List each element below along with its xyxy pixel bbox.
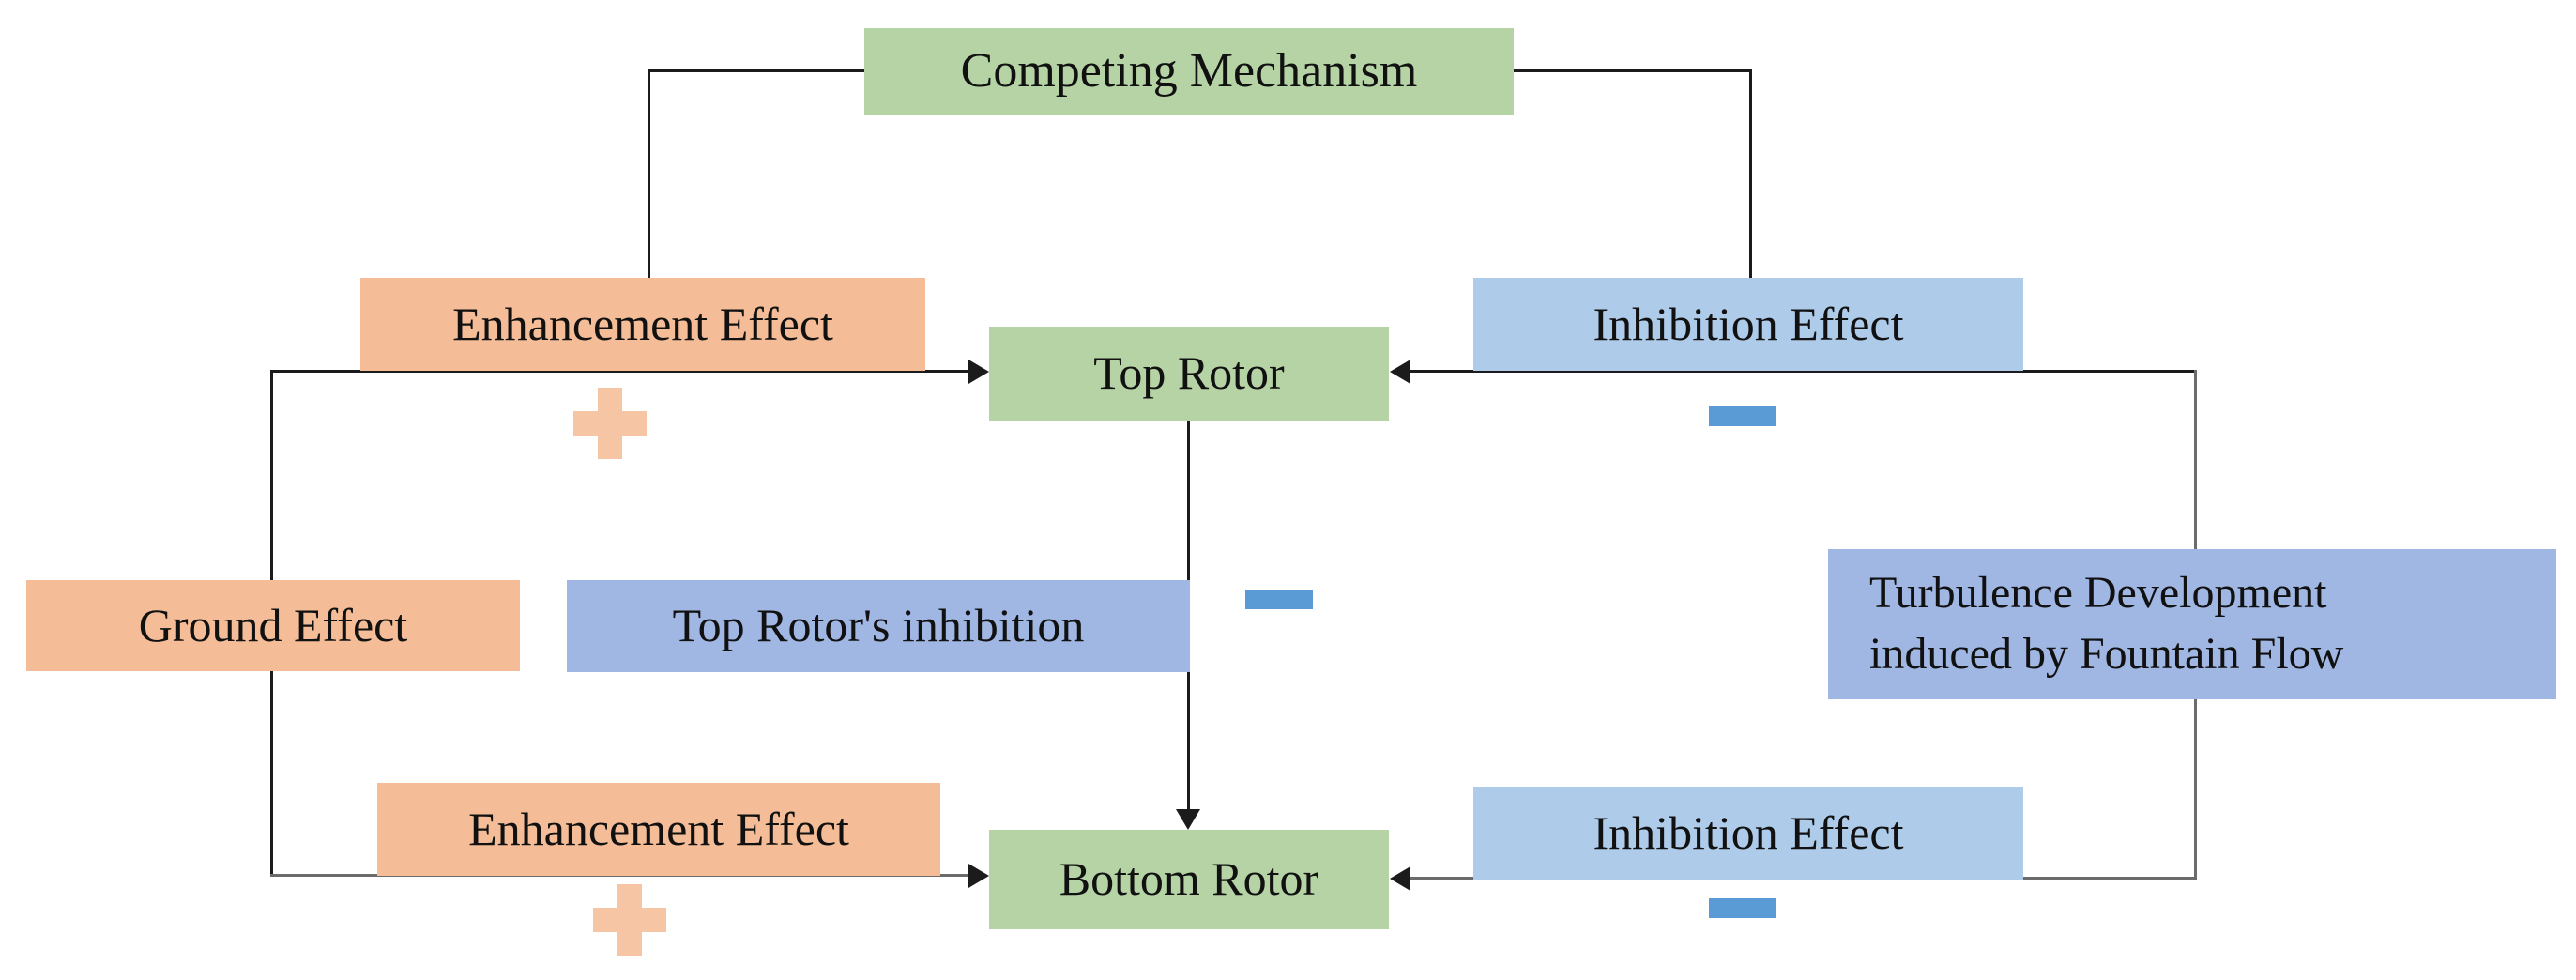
node-top-rotor: Top Rotor	[989, 327, 1389, 421]
node-bottom-rotor: Bottom Rotor	[989, 830, 1389, 929]
connector-cm-right-horizontal	[1512, 69, 1752, 72]
plus-sign-top-bar-vertical	[598, 388, 622, 459]
arrowhead-into-top-rotor-right	[1390, 360, 1410, 384]
connector-cm-right-vertical	[1749, 69, 1752, 278]
node-inhibition-effect-top: Inhibition Effect	[1473, 278, 2023, 371]
node-competing-mechanism-label: Competing Mechanism	[960, 44, 1418, 99]
node-competing-mechanism: Competing Mechanism	[864, 28, 1514, 115]
node-enhancement-effect-top-label: Enhancement Effect	[452, 297, 833, 350]
node-bottom-rotor-label: Bottom Rotor	[1059, 852, 1319, 906]
minus-sign-middle	[1245, 590, 1313, 609]
node-top-rotor-label: Top Rotor	[1093, 346, 1285, 400]
plus-sign-bottom	[593, 884, 666, 956]
connector-cm-left-horizontal	[648, 69, 866, 72]
node-inhibition-effect-top-label: Inhibition Effect	[1593, 297, 1904, 350]
connector-cm-left-vertical	[648, 69, 650, 280]
node-enhancement-effect-top: Enhancement Effect	[360, 278, 925, 371]
node-inhibition-effect-bottom-label: Inhibition Effect	[1593, 805, 1904, 859]
minus-sign-bottom-right	[1709, 898, 1776, 918]
node-enhancement-effect-bottom-label: Enhancement Effect	[468, 802, 849, 855]
node-enhancement-effect-bottom: Enhancement Effect	[377, 783, 940, 876]
arrowhead-into-top-rotor-left	[968, 360, 989, 384]
turbulence-label-line1: Turbulence Development	[1869, 568, 2327, 619]
node-ground-effect: Ground Effect	[26, 580, 520, 671]
node-top-rotors-inhibition-label: Top Rotor's inhibition	[672, 599, 1085, 652]
connector-top-right-arrow-line	[1408, 370, 2197, 373]
plus-sign-top	[573, 388, 647, 459]
connector-top-left-arrow-line	[270, 370, 970, 373]
minus-sign-top-right	[1709, 406, 1776, 426]
node-ground-effect-label: Ground Effect	[138, 598, 408, 651]
arrowhead-into-bottom-rotor-top	[1176, 809, 1200, 830]
plus-sign-bottom-bar-vertical	[617, 884, 642, 956]
turbulence-label-line2: induced by Fountain Flow	[1869, 629, 2344, 679]
node-turbulence-development: Turbulence Development induced by Founta…	[1828, 549, 2556, 699]
node-top-rotors-inhibition: Top Rotor's inhibition	[567, 580, 1190, 672]
node-turbulence-development-label: Turbulence Development induced by Founta…	[1828, 563, 2556, 685]
arrowhead-into-bottom-rotor-right	[1390, 866, 1410, 891]
arrowhead-into-bottom-rotor-left	[968, 864, 989, 888]
node-inhibition-effect-bottom: Inhibition Effect	[1473, 787, 2023, 880]
